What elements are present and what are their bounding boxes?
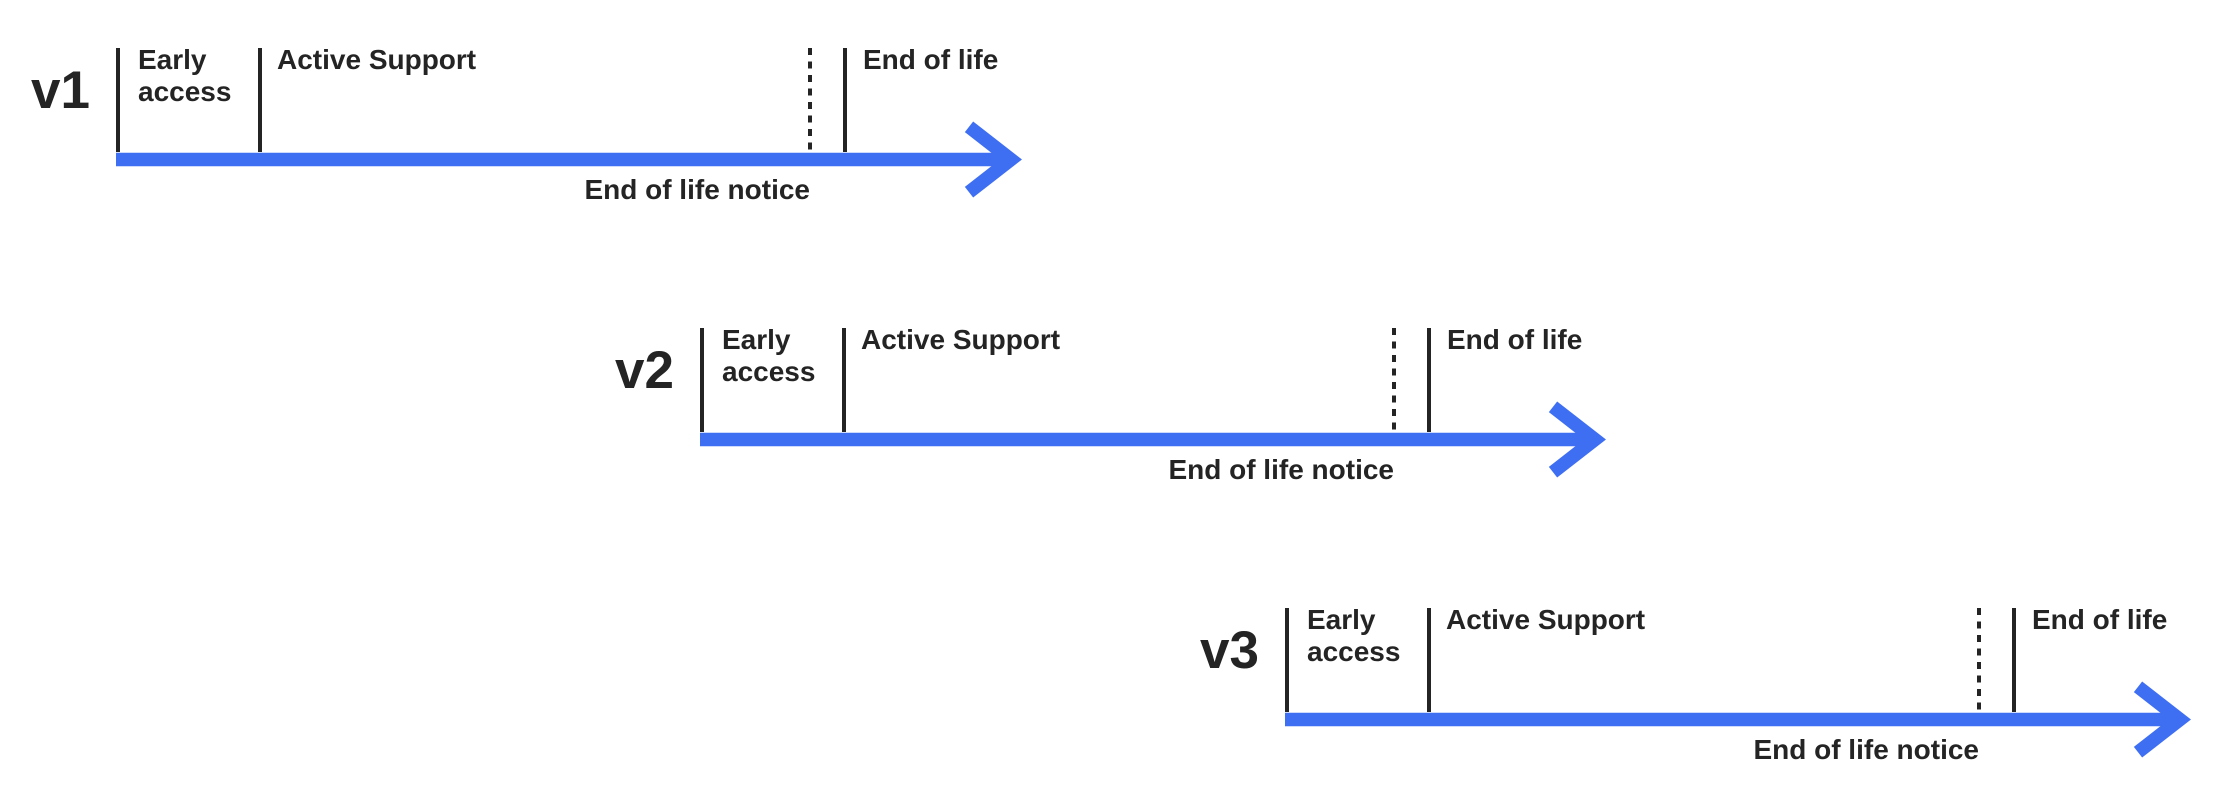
end-of-life-tick (1427, 328, 1431, 432)
early-access-start-tick (1285, 608, 1289, 712)
timeline-arrow-icon (700, 401, 1606, 478)
timeline-v3: v3 Early access Active Support End of li… (1200, 604, 2197, 778)
end-of-life-label: End of life (863, 44, 999, 75)
end-of-life-label: End of life (2032, 604, 2168, 635)
active-support-start-tick (258, 48, 262, 152)
end-of-life-notice-label: End of life notice (584, 174, 810, 205)
active-support-label: Active Support (861, 324, 1061, 355)
timeline-arrow-icon (116, 121, 1022, 198)
early-access-start-tick (116, 48, 120, 152)
version-label-v2: v2 (615, 341, 674, 400)
end-of-life-tick (2012, 608, 2016, 712)
timeline-v1: v1 Early access Active Support End of li… (31, 44, 1028, 218)
early-access-label: Early access (1307, 604, 1401, 667)
active-support-start-tick (842, 328, 846, 432)
timeline-v2: v2 Early access Active Support End of li… (615, 324, 1612, 498)
early-access-start-tick (700, 328, 704, 432)
active-support-label: Active Support (1446, 604, 1646, 635)
end-of-life-notice-dashed-tick (1392, 328, 1396, 432)
early-access-label: Early access (138, 44, 232, 107)
active-support-label: Active Support (277, 44, 477, 75)
end-of-life-notice-dashed-tick (1977, 608, 1981, 712)
end-of-life-notice-dashed-tick (808, 48, 812, 152)
active-support-start-tick (1427, 608, 1431, 712)
version-label-v1: v1 (31, 61, 90, 120)
end-of-life-label: End of life (1447, 324, 1583, 355)
end-of-life-notice-label: End of life notice (1168, 454, 1394, 485)
end-of-life-notice-label: End of life notice (1753, 734, 1979, 765)
end-of-life-tick (843, 48, 847, 152)
timeline-arrow-icon (1285, 681, 2191, 758)
version-label-v3: v3 (1200, 621, 1259, 680)
early-access-label: Early access (722, 324, 816, 387)
